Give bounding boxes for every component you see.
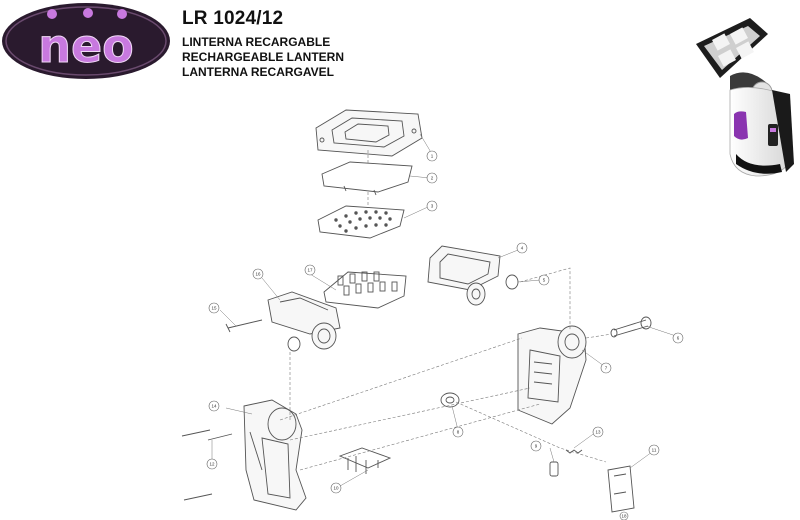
product-photo (696, 18, 794, 177)
callout-17: 17 (307, 268, 313, 273)
callout-8: 8 (457, 430, 460, 435)
neo-logo: neo (2, 3, 170, 79)
callout-14: 14 (211, 404, 217, 409)
callout-9: 9 (535, 444, 538, 449)
part-lens (321, 161, 413, 193)
title-block: LR 1024/12 LINTERNA RECARGABLE RECHARGEA… (182, 8, 344, 80)
callout-1: 1 (431, 154, 434, 159)
logo-wordmark: neo (38, 19, 134, 73)
part-front-frame (315, 109, 423, 157)
part-spring (565, 449, 583, 454)
part-switch-knob (440, 392, 460, 408)
part-ring (505, 274, 519, 290)
callout-10: 10 (333, 486, 339, 491)
callout-15: 15 (211, 306, 217, 311)
part-bracket (267, 291, 341, 352)
callout-4: 4 (521, 246, 524, 251)
callout-7: 7 (605, 366, 608, 371)
part-led-board (317, 205, 405, 239)
part-rear-housing (427, 245, 501, 306)
part-screw-left (225, 319, 263, 333)
callout-5: 5 (543, 278, 546, 283)
part-handle-left (243, 399, 307, 511)
callout-16: 16 (255, 272, 261, 277)
part-handle-right (517, 325, 587, 425)
callout-12: 12 (209, 462, 215, 467)
title-portuguese: LANTERNA RECARGAVEL (182, 65, 334, 79)
part-pcb (338, 447, 392, 469)
callout-6: 6 (677, 336, 680, 341)
title-english: RECHARGEABLE LANTERN (182, 50, 344, 64)
part-battery-clip (549, 461, 559, 477)
callout-2: 2 (431, 176, 434, 181)
part-screws (181, 429, 233, 501)
callout-11: 11 (652, 448, 657, 453)
model-number: LR 1024/12 (182, 8, 284, 29)
callout-18: 18 (621, 514, 627, 519)
part-battery (607, 465, 635, 513)
title-spanish: LINTERNA RECARGABLE (182, 35, 331, 49)
callout-labels: 1 2 3 4 5 6 7 8 9 10 11 12 13 14 15 16 1… (209, 154, 679, 519)
callout-13: 13 (595, 430, 601, 435)
part-reflector (323, 271, 407, 309)
callout-3: 3 (431, 204, 434, 209)
